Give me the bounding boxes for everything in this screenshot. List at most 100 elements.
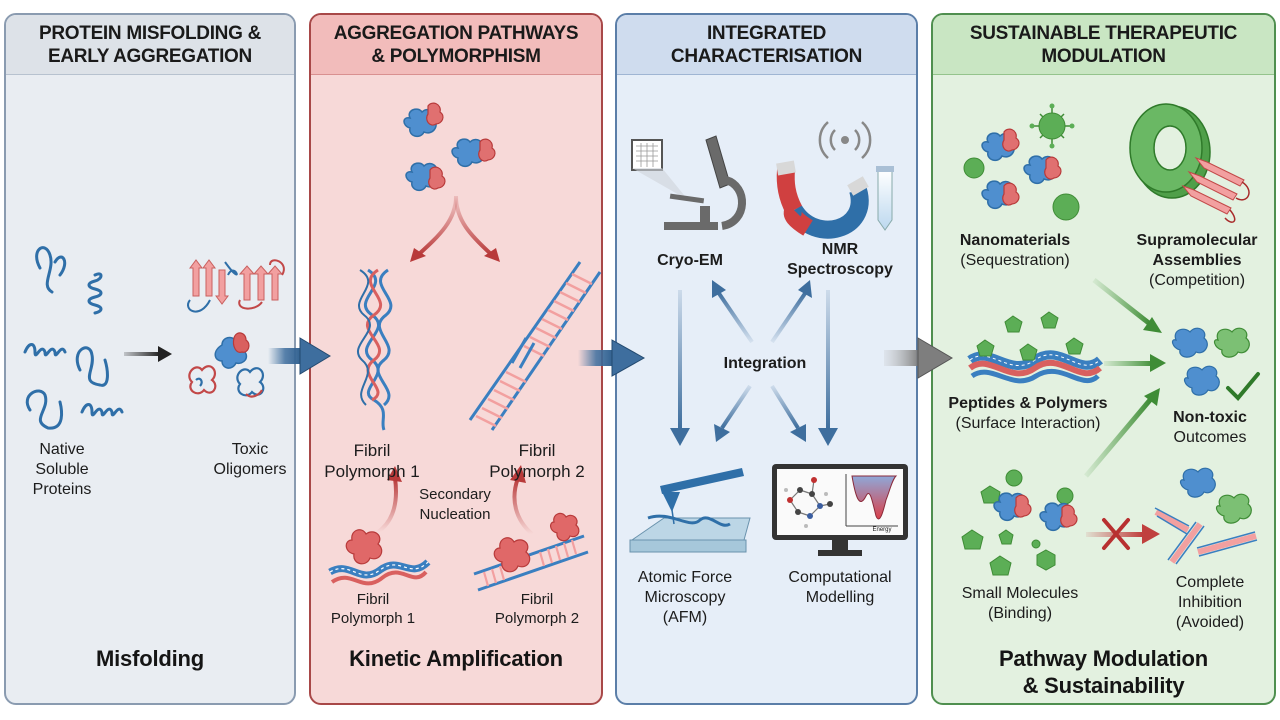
- label-fibril-polymorph-2-top: Fibril Polymorph 2: [474, 440, 600, 482]
- label-native-soluble-proteins: Native Soluble Proteins: [22, 440, 102, 500]
- peptides-polymers-icon: [967, 311, 1104, 384]
- label-secondary-line2: Nucleation: [419, 506, 491, 523]
- label-afm: Atomic Force Microscopy (AFM): [625, 568, 745, 628]
- label-peptides-polymers: Peptides & Polymers (Surface Interaction…: [938, 394, 1118, 434]
- label-afm-line2: Microscopy: [644, 589, 726, 606]
- supramolecular-ring-icon: [1129, 103, 1250, 223]
- label-fibril1-bottom-line1: Fibril: [356, 591, 390, 608]
- stage-arrow-2: [578, 339, 646, 377]
- small-molecules-icon: [961, 469, 1078, 576]
- fibril-polymorph-2-icon: [468, 261, 602, 431]
- label-comp-line2: Modelling: [805, 589, 875, 606]
- label-complete-inhibition: Complete Inhibition (Avoided): [1160, 573, 1260, 633]
- label-afm-line1: Atomic Force: [637, 569, 733, 586]
- label-fibril2-bottom-line1: Fibril: [520, 591, 554, 608]
- fibril-1-seeded-icon: [328, 529, 431, 586]
- panel-misfolding-title-line2: EARLY AGGREGATION: [48, 45, 252, 67]
- label-native-line2: Soluble: [35, 461, 89, 478]
- panel-characterisation-title-line2: CHARACTERISATION: [670, 45, 863, 67]
- cross-icon: [1102, 518, 1130, 550]
- secondary-nucleation-arrows: [376, 465, 534, 536]
- label-peptides-line2: (Surface Interaction): [955, 415, 1101, 432]
- branching-arrows: [410, 195, 500, 262]
- label-fibril2-bottom-line2: Polymorph 2: [494, 610, 580, 627]
- label-supramolecular: Supramolecular Assemblies (Competition): [1122, 231, 1272, 291]
- footer-pathway-line1: Pathway Modulation: [998, 646, 1209, 671]
- panel-therapeutic-header: SUSTAINABLE THERAPEUTIC MODULATION: [933, 15, 1274, 75]
- panel-therapeutic-title-line2: MODULATION: [1041, 45, 1166, 67]
- label-inhibition-line3: (Avoided): [1175, 614, 1245, 631]
- label-inhibition-line2: Inhibition: [1177, 594, 1243, 611]
- panel-aggregation-title-line2: & POLYMORPHISM: [371, 45, 541, 67]
- label-fibril1-bottom-line2: Polymorph 1: [330, 610, 416, 627]
- label-fibril-polymorph-2-bottom: Fibril Polymorph 2: [482, 590, 592, 628]
- non-toxic-aggregates-icon: [1171, 327, 1250, 396]
- label-fibril1-top-line1: Fibril: [353, 441, 391, 460]
- label-integration: Integration: [723, 355, 807, 372]
- label-supra-line1: Supramolecular: [1136, 232, 1258, 249]
- afm-icon: [629, 468, 751, 553]
- label-energy-axis-x: Energy: [872, 527, 892, 533]
- label-native-line3: Proteins: [32, 481, 92, 498]
- panel-characterisation-header: INTEGRATED CHARACTERISATION: [617, 15, 916, 75]
- energy-landscape-plot: [845, 474, 898, 527]
- checkmark-icon: [1226, 372, 1260, 401]
- oligomer-cluster: [214, 332, 250, 369]
- panel-misfolding-header: PROTEIN MISFOLDING & EARLY AGGREGATION: [6, 15, 294, 75]
- label-nmr-spectroscopy: NMR Spectroscopy: [770, 240, 910, 280]
- label-non-toxic-outcomes: Non-toxic Outcomes: [1160, 408, 1260, 448]
- label-fibril-polymorph-1-top: Fibril Polymorph 1: [312, 440, 432, 482]
- panel-aggregation-title-line1: AGGREGATION PATHWAYS: [333, 22, 579, 44]
- label-fibril-polymorph-1-bottom: Fibril Polymorph 1: [318, 590, 428, 628]
- nmr-magnet-icon: [776, 121, 894, 239]
- panel-aggregation: AGGREGATION PATHWAYS & POLYMORPHISM: [309, 13, 603, 705]
- label-small-line1: Small Molecules: [961, 585, 1079, 602]
- panel-misfolding: PROTEIN MISFOLDING & EARLY AGGREGATION: [4, 13, 296, 705]
- fibril-2-seeded-icon: [473, 512, 589, 592]
- inhibited-fibrils-icon: [1154, 467, 1258, 565]
- stage-arrow-1: [268, 337, 331, 375]
- label-supra-line2: Assemblies: [1152, 252, 1242, 269]
- label-nmr-line1: NMR: [821, 241, 859, 258]
- therapeutic-arrows: [1084, 278, 1166, 478]
- label-fibril2-top-line2: Polymorph 2: [489, 462, 585, 481]
- stage-arrow-3: [884, 337, 953, 379]
- label-afm-line3: (AFM): [662, 609, 708, 626]
- label-nano-line1: Nanomaterials: [959, 232, 1071, 249]
- footer-pathway-line2: & Sustainability: [1022, 673, 1185, 698]
- panel-misfolding-title-line1: PROTEIN MISFOLDING &: [38, 22, 261, 44]
- label-fibril2-top-line1: Fibril: [518, 441, 556, 460]
- cryo-em-microscope-icon: [631, 135, 746, 230]
- label-oligomers-line2: Oligomers: [213, 461, 287, 478]
- label-cryo-em: Cryo-EM: [657, 252, 723, 269]
- panel-aggregation-header: AGGREGATION PATHWAYS & POLYMORPHISM: [311, 15, 601, 75]
- label-secondary-line1: Secondary: [419, 486, 491, 503]
- computational-monitor-icon: [772, 464, 908, 556]
- oligomer-seeds-icon: [403, 102, 496, 192]
- panel-characterisation-title-line1: INTEGRATED: [706, 22, 827, 44]
- fibril-polymorph-1-icon: [356, 268, 393, 431]
- label-nontoxic-line2: Outcomes: [1173, 429, 1247, 446]
- label-fibril1-top-line2: Polymorph 1: [324, 462, 420, 481]
- label-computational-modelling: Computational Modelling: [775, 568, 905, 608]
- native-proteins-icon: [23, 246, 124, 430]
- label-small-molecules: Small Molecules (Binding): [950, 584, 1090, 624]
- label-peptides-line1: Peptides & Polymers: [948, 395, 1108, 412]
- panel-therapeutic-title-line1: SUSTAINABLE THERAPEUTIC: [969, 22, 1238, 44]
- footer-pathway-modulation: Pathway Modulation & Sustainability: [931, 645, 1276, 699]
- label-secondary-nucleation: Secondary Nucleation: [405, 485, 505, 525]
- misfolding-arrow: [124, 346, 172, 362]
- label-nmr-line2: Spectroscopy: [787, 261, 893, 278]
- label-toxic-oligomers: Toxic Oligomers: [200, 440, 300, 480]
- label-nontoxic-line1: Non-toxic: [1173, 409, 1247, 426]
- label-native-line1: Native: [39, 441, 85, 458]
- toxic-oligomers-icon: [187, 259, 285, 398]
- label-small-line2: (Binding): [987, 605, 1053, 622]
- label-supra-line3: (Competition): [1148, 272, 1246, 289]
- footer-misfolding: Misfolding: [96, 646, 204, 671]
- integration-arrows: [670, 280, 838, 446]
- label-oligomers-line1: Toxic: [231, 441, 269, 458]
- label-nano-line2: (Sequestration): [960, 252, 1070, 269]
- label-nanomaterials: Nanomaterials (Sequestration): [950, 231, 1080, 271]
